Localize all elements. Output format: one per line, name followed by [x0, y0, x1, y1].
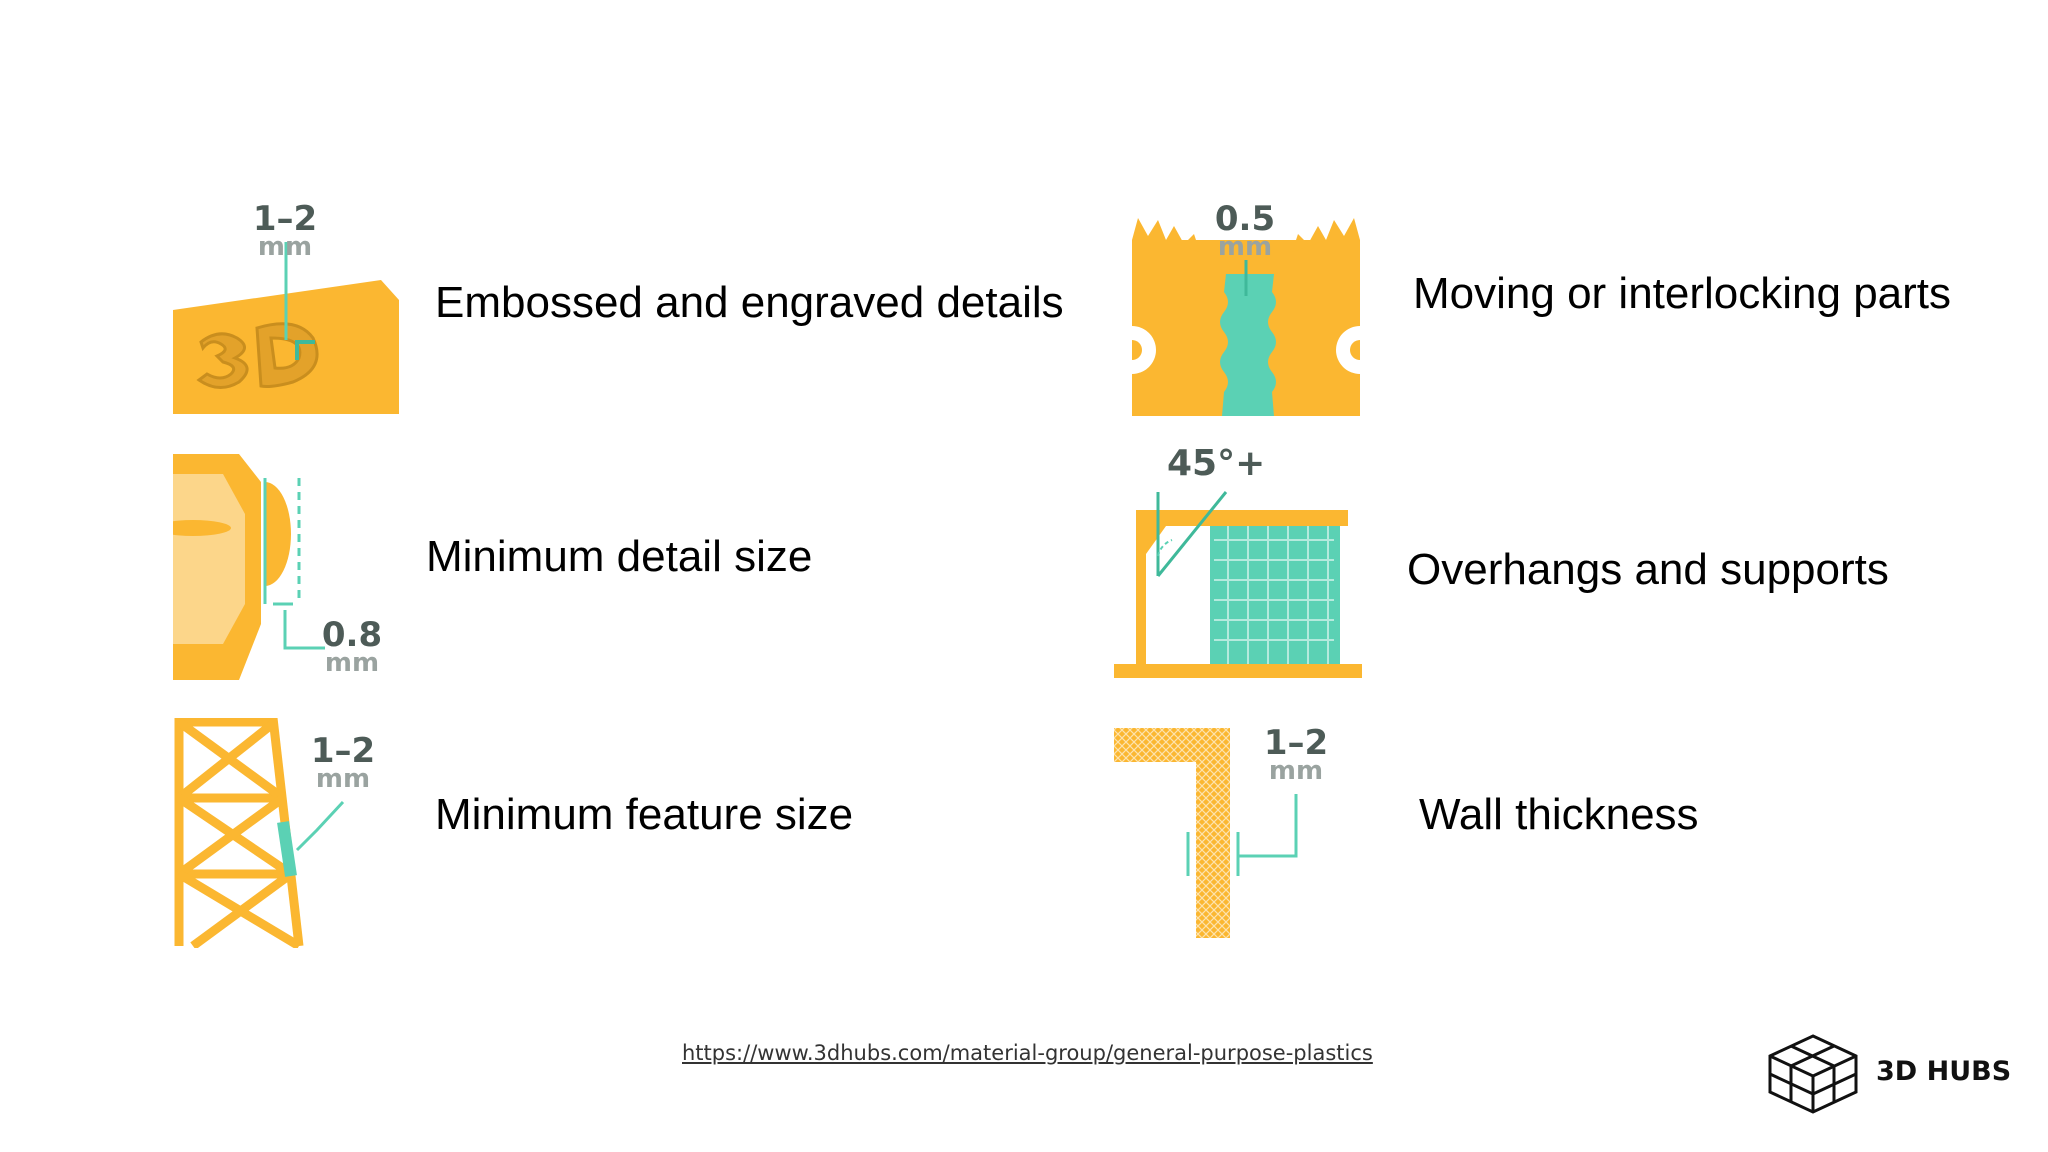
wall-label: Wall thickness — [1419, 790, 1699, 839]
detail-size-icon — [173, 454, 333, 680]
embossed-dimension: 1–2 mm — [252, 199, 318, 262]
interlocking-label: Moving or interlocking parts — [1413, 269, 1952, 318]
gears-dimension: 0.5 mm — [1214, 199, 1276, 262]
overhang-label: Overhangs and supports — [1407, 545, 1889, 594]
feature-dimension: 1–2 mm — [310, 731, 376, 794]
interlocking-gears-icon — [1132, 200, 1360, 416]
detail-dimension: 0.8 mm — [321, 615, 383, 678]
source-link[interactable]: https://www.3dhubs.com/material-group/ge… — [682, 1041, 1373, 1065]
wall-dimension: 1–2 mm — [1263, 723, 1329, 786]
feature-label: Minimum feature size — [435, 790, 854, 839]
3dhubs-hex-logo-icon — [1766, 1034, 1860, 1119]
detail-label: Minimum detail size — [426, 532, 813, 581]
brand-name: 3D HUBS — [1876, 1056, 2012, 1087]
lattice-tower-icon — [173, 718, 353, 948]
overhang-support-icon — [1114, 470, 1364, 682]
embossed-label: Embossed and engraved details — [435, 278, 1064, 327]
embossed-3d-icon — [173, 200, 403, 416]
wall-thickness-icon — [1114, 722, 1314, 942]
overhang-angle: 45°+ — [1167, 443, 1266, 484]
